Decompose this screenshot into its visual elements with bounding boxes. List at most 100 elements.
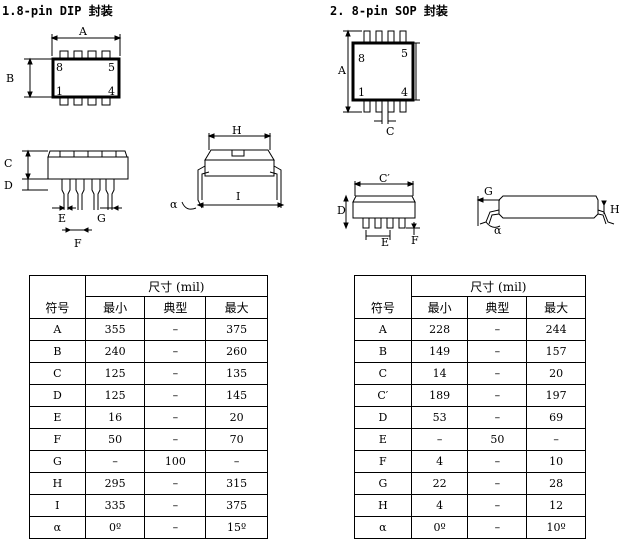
dip-label-a: A: [78, 25, 88, 38]
typ-cell: –: [144, 494, 207, 517]
table-subheader-row: 符号 最小 典型 最大: [354, 296, 586, 319]
size-group-header: 尺寸 (mil): [84, 275, 269, 297]
typ-cell: –: [144, 406, 207, 429]
dip-label-d: D: [4, 179, 13, 192]
typ-cell: –: [467, 340, 528, 363]
typ-header: 典型: [144, 296, 207, 319]
min-cell: 0º: [84, 516, 146, 539]
dip-pin8-label: 8: [56, 61, 63, 74]
symbol-cell: H: [29, 472, 86, 495]
sop-label-d: D: [337, 204, 346, 217]
dip-top-view: A 8 5 1 4 B: [6, 25, 122, 106]
min-header: 最小: [410, 296, 469, 319]
dip-end-view: H I α: [170, 124, 285, 211]
min-cell: 22: [410, 472, 469, 495]
table-row: E–50–: [354, 428, 586, 451]
min-cell: 4: [410, 450, 469, 473]
min-cell: –: [84, 450, 146, 473]
symbol-cell: D: [354, 406, 412, 429]
sop-label-g: G: [484, 185, 493, 198]
typ-cell: 100: [144, 450, 207, 473]
table-subheader-row: 符号 最小 典型 最大: [29, 296, 268, 319]
sop-label-f: F: [411, 234, 419, 247]
typ-cell: –: [467, 516, 528, 539]
dip-label-c: C: [4, 157, 12, 170]
dip-pin1-label: 1: [56, 85, 63, 98]
max-cell: 315: [205, 472, 268, 495]
sop-pin8-label: 8: [358, 52, 365, 65]
max-cell: 10º: [526, 516, 586, 539]
max-cell: 20: [205, 406, 268, 429]
typ-cell: –: [467, 472, 528, 495]
sop-top-view: 8 5 1 4 A C: [337, 29, 420, 138]
typ-cell: –: [467, 494, 528, 517]
max-cell: 70: [205, 428, 268, 451]
symbol-cell: F: [354, 450, 412, 473]
max-cell: 145: [205, 384, 268, 407]
symbol-cell: F: [29, 428, 86, 451]
sop-section-title: 2. 8-pin SOP 封装: [330, 4, 448, 18]
min-cell: 16: [84, 406, 146, 429]
sop-pin1-label: 1: [358, 86, 365, 99]
typ-cell: –: [144, 472, 207, 495]
max-cell: –: [205, 450, 268, 473]
max-cell: 10: [526, 450, 586, 473]
symbol-cell: C′: [354, 384, 412, 407]
min-cell: 53: [410, 406, 469, 429]
typ-cell: –: [467, 318, 528, 341]
dip-label-e: E: [58, 212, 66, 225]
symbol-cell: B: [29, 340, 86, 363]
typ-cell: –: [144, 340, 207, 363]
dip-label-f: F: [74, 237, 82, 250]
min-cell: 295: [84, 472, 146, 495]
max-cell: 244: [526, 318, 586, 341]
min-cell: 125: [84, 362, 146, 385]
dip-label-i: I: [236, 190, 240, 203]
dip-label-alpha: α: [170, 198, 178, 211]
sop-label-c: C: [386, 125, 394, 138]
dip-label-h: H: [232, 124, 242, 137]
sop-pin4-label: 4: [401, 86, 408, 99]
symbol-cell: D: [29, 384, 86, 407]
min-cell: 228: [410, 318, 469, 341]
max-cell: 375: [205, 318, 268, 341]
sop-label-alpha: α: [494, 224, 502, 237]
max-cell: 260: [205, 340, 268, 363]
table-header-row: 尺寸 (mil): [29, 275, 269, 297]
dip-side-view: C D E F G: [4, 149, 129, 250]
symbol-cell: I: [29, 494, 86, 517]
max-cell: 157: [526, 340, 586, 363]
typ-cell: –: [467, 362, 528, 385]
symbol-header-top: [29, 275, 86, 297]
dip-pin5-label: 5: [108, 61, 115, 74]
symbol-cell: A: [354, 318, 412, 341]
sop-end-view: G α H: [476, 185, 620, 237]
package-drawings: A 8 5 1 4 B: [4, 25, 620, 250]
min-cell: 14: [410, 362, 469, 385]
sop-label-c-prime: C′: [379, 172, 390, 185]
dip-label-b: B: [6, 72, 14, 85]
typ-cell: –: [467, 450, 528, 473]
max-cell: 28: [526, 472, 586, 495]
dip-pin4-label: 4: [108, 85, 115, 98]
symbol-header: 符号: [354, 296, 412, 319]
min-cell: 355: [84, 318, 146, 341]
max-header: 最大: [526, 296, 586, 319]
sop-label-h: H: [610, 203, 620, 216]
typ-cell: –: [144, 428, 207, 451]
max-cell: 69: [526, 406, 586, 429]
max-cell: 135: [205, 362, 268, 385]
min-cell: 189: [410, 384, 469, 407]
